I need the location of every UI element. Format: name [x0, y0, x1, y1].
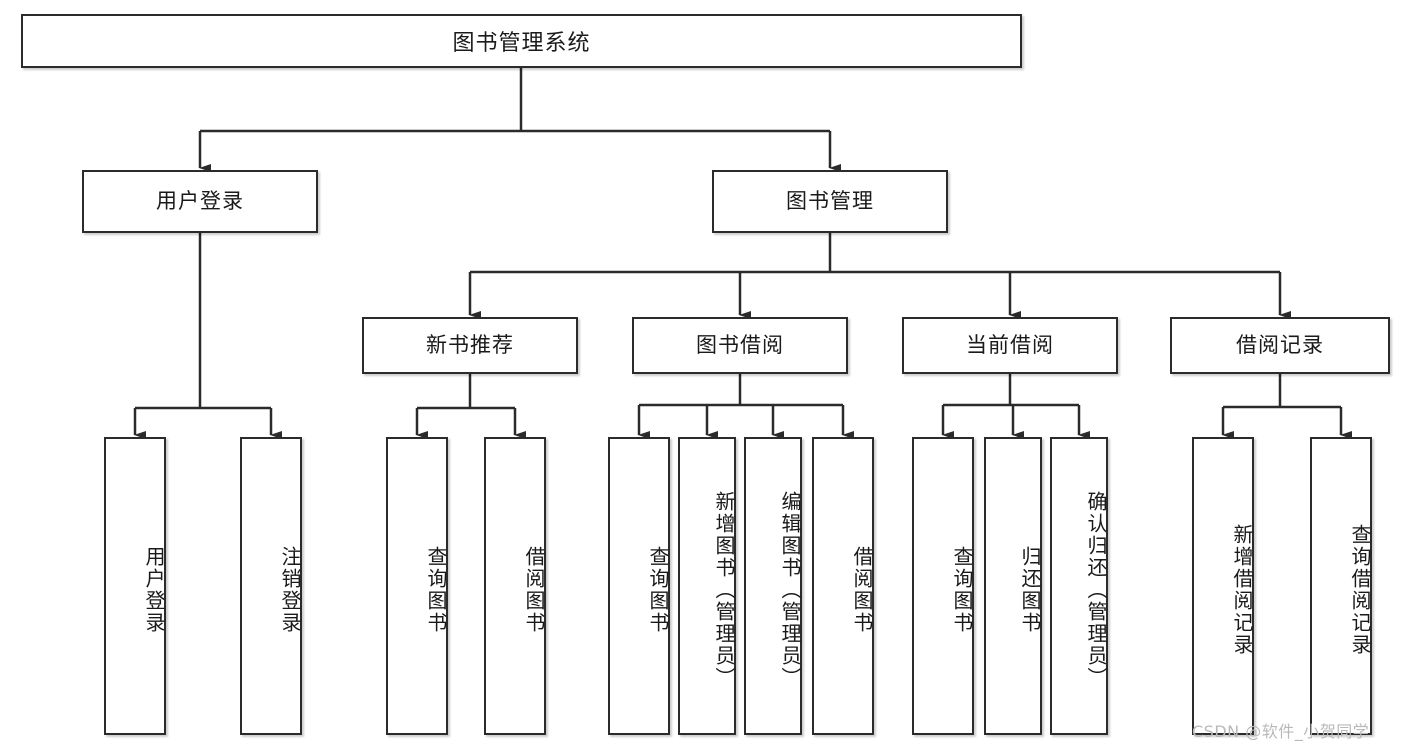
- leaf-add-book-admin[interactable]: 新增图书（管理员）: [678, 437, 736, 735]
- leaf-edit-book-admin-label: 编辑图书（管理员）: [778, 491, 802, 689]
- leaf-borrow-book-1-label: 借阅图书: [522, 546, 546, 634]
- node-borrow-record[interactable]: 借阅记录: [1170, 317, 1390, 374]
- leaf-add-borrow-record-label: 新增借阅记录: [1230, 524, 1254, 656]
- leaf-query-book-2-label: 查询图书: [646, 546, 670, 634]
- node-book-manage-label: 图书管理: [786, 188, 874, 213]
- leaf-add-book-admin-label: 新增图书（管理员）: [712, 491, 736, 689]
- leaf-logout[interactable]: 注销登录: [240, 437, 302, 735]
- leaf-query-book-2[interactable]: 查询图书: [608, 437, 670, 735]
- leaf-user-login[interactable]: 用户登录: [104, 437, 166, 735]
- csdn-watermark: CSDN @软件_小贺同学: [1192, 722, 1370, 741]
- leaf-query-borrow-record[interactable]: 查询借阅记录: [1310, 437, 1372, 735]
- node-root-label: 图书管理系统: [452, 31, 591, 56]
- leaf-confirm-return-label: 确认归还（管理员）: [1084, 491, 1108, 689]
- node-book-manage[interactable]: 图书管理: [712, 170, 948, 233]
- node-new-book-recommend[interactable]: 新书推荐: [362, 317, 578, 374]
- node-current-borrow[interactable]: 当前借阅: [902, 317, 1118, 374]
- leaf-add-borrow-record[interactable]: 新增借阅记录: [1192, 437, 1254, 735]
- leaf-query-book-3-label: 查询图书: [950, 546, 974, 634]
- leaf-borrow-book-1[interactable]: 借阅图书: [484, 437, 546, 735]
- leaf-borrow-book-2-label: 借阅图书: [850, 546, 874, 634]
- node-new-book-recommend-label: 新书推荐: [426, 332, 514, 357]
- leaf-query-book-1[interactable]: 查询图书: [386, 437, 448, 735]
- leaf-query-borrow-record-label: 查询借阅记录: [1348, 524, 1372, 656]
- leaf-logout-label: 注销登录: [278, 546, 302, 634]
- node-user-login[interactable]: 用户登录: [82, 170, 318, 233]
- leaf-borrow-book-2[interactable]: 借阅图书: [812, 437, 874, 735]
- leaf-return-book[interactable]: 归还图书: [984, 437, 1042, 735]
- leaf-query-book-1-label: 查询图书: [424, 546, 448, 634]
- node-root[interactable]: 图书管理系统: [21, 14, 1022, 68]
- node-user-login-label: 用户登录: [156, 188, 244, 213]
- node-book-borrow[interactable]: 图书借阅: [632, 317, 848, 374]
- node-borrow-record-label: 借阅记录: [1236, 332, 1324, 357]
- leaf-query-book-3[interactable]: 查询图书: [912, 437, 974, 735]
- node-current-borrow-label: 当前借阅: [966, 332, 1054, 357]
- leaf-edit-book-admin[interactable]: 编辑图书（管理员）: [744, 437, 802, 735]
- leaf-confirm-return[interactable]: 确认归还（管理员）: [1050, 437, 1108, 735]
- node-book-borrow-label: 图书借阅: [696, 332, 784, 357]
- leaf-user-login-label: 用户登录: [142, 546, 166, 634]
- leaf-return-book-label: 归还图书: [1018, 546, 1042, 634]
